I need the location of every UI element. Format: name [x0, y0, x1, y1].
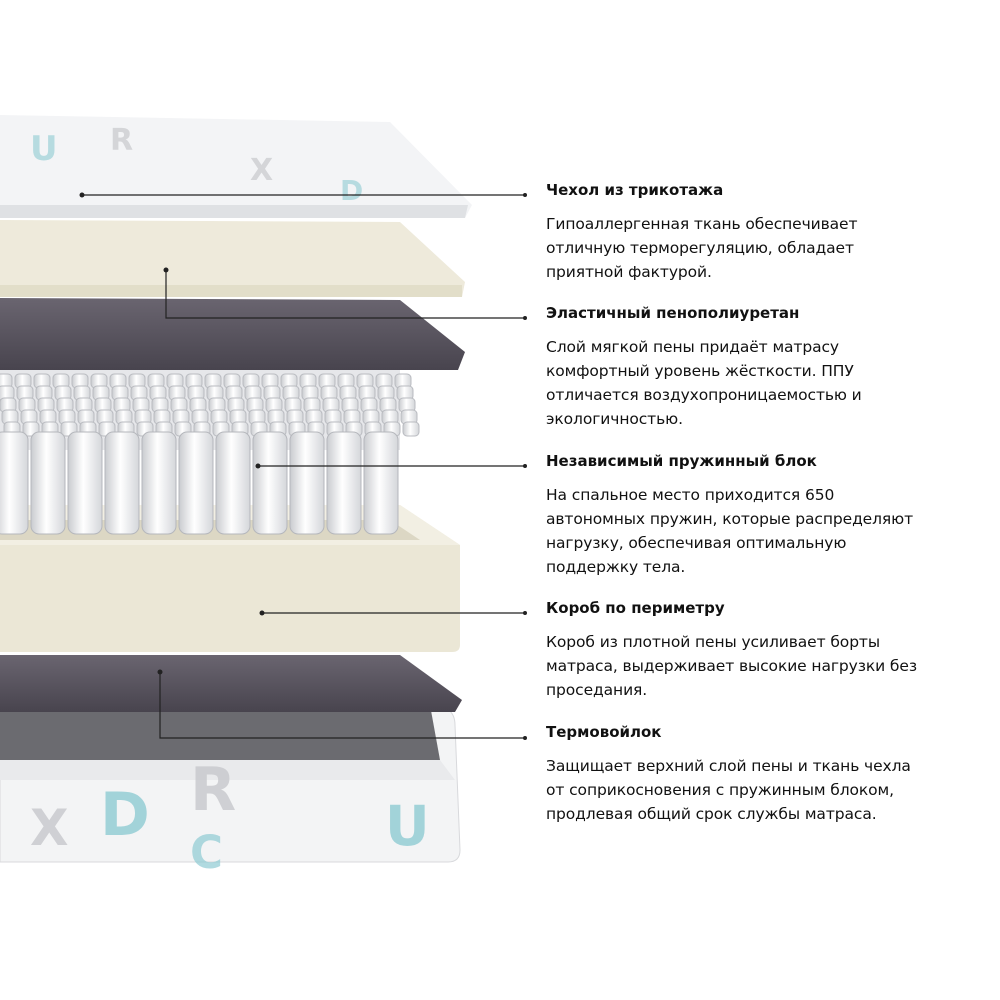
layer-description: Защищает верхний слой пены и ткань чехла… [546, 754, 976, 826]
spring-coil [30, 431, 66, 535]
svg-text:R: R [110, 123, 133, 158]
layer-description: Гипоаллергенная ткань обеспечивает отлич… [546, 212, 976, 284]
spring-block-layer [0, 370, 420, 535]
layer-felt-info: Термовойлок Защищает верхний слой пены и… [546, 722, 976, 826]
svg-text:X: X [30, 799, 69, 857]
desc-line: от соприкосновения с пружинным блоком, [546, 781, 894, 799]
spring-coil [141, 431, 177, 535]
layer-foam-info: Эластичный пенополиуретан Слой мягкой пе… [546, 303, 976, 431]
desc-line: продлевая общий срок службы матраса. [546, 805, 877, 823]
spring-coil [289, 431, 325, 535]
spring-coil [363, 431, 399, 535]
desc-line: приятной фактурой. [546, 263, 712, 281]
spring-coil [215, 431, 251, 535]
lower-felt-layer [0, 655, 462, 712]
desc-line: Короб из плотной пены усиливает борты [546, 633, 881, 651]
layer-springs-info: Независимый пружинный блок На спальное м… [546, 451, 976, 579]
layer-cover-info: Чехол из трикотажа Гипоаллергенная ткань… [546, 180, 976, 284]
desc-line: комфортный уровень жёсткости. ППУ [546, 362, 854, 380]
desc-line: проседания. [546, 681, 648, 699]
svg-text:D: D [340, 174, 363, 207]
leader-dots [79, 192, 527, 740]
desc-line: Слой мягкой пены придаёт матрасу [546, 338, 839, 356]
desc-line: отличную терморегуляцию, обладает [546, 239, 854, 257]
svg-text:R: R [190, 755, 236, 825]
spring-coil [326, 431, 362, 535]
layer-description: Слой мягкой пены придаёт матрасу комфорт… [546, 335, 976, 431]
spring-coil [0, 431, 29, 535]
leader-lines [82, 194, 525, 739]
layer-title: Короб по периметру [546, 599, 725, 617]
layer-title: Независимый пружинный блок [546, 452, 817, 470]
bottom-cover-layer: D R X U C [0, 704, 461, 879]
desc-line: Защищает верхний слой пены и ткань чехла [546, 757, 911, 775]
foam-layer [0, 220, 465, 297]
desc-line: автономных пружин, которые распределяют [546, 510, 914, 528]
desc-line: На спальное место приходится 650 [546, 486, 835, 504]
top-cover-layer: U R X D [0, 115, 472, 218]
svg-text:X: X [250, 153, 273, 188]
layer-title: Эластичный пенополиуретан [546, 304, 800, 322]
desc-line: поддержку тела. [546, 558, 686, 576]
spring-coil [252, 431, 288, 535]
desc-line: экологичностью. [546, 410, 683, 428]
spring-coil [178, 431, 214, 535]
upper-felt-layer [0, 298, 465, 370]
desc-line: Гипоаллергенная ткань обеспечивает [546, 215, 858, 233]
desc-line: отличается воздухопроницаемостью и [546, 386, 862, 404]
spring-coil [67, 431, 103, 535]
spring-coil-top [402, 421, 420, 437]
svg-text:D: D [100, 780, 150, 850]
spring-coil [104, 431, 140, 535]
svg-text:U: U [385, 794, 430, 858]
layer-box-info: Короб по периметру Короб из плотной пены… [546, 598, 976, 702]
svg-text:U: U [30, 129, 58, 169]
layer-description: Короб из плотной пены усиливает борты ма… [546, 630, 976, 702]
svg-text:C: C [190, 826, 223, 879]
layer-title: Чехол из трикотажа [546, 181, 724, 199]
desc-line: нагрузку, обеспечивая оптимальную [546, 534, 847, 552]
layer-title: Термовойлок [546, 723, 662, 741]
desc-line: матраса, выдерживает высокие нагрузки бе… [546, 657, 917, 675]
layer-description: На спальное место приходится 650 автоном… [546, 483, 976, 579]
